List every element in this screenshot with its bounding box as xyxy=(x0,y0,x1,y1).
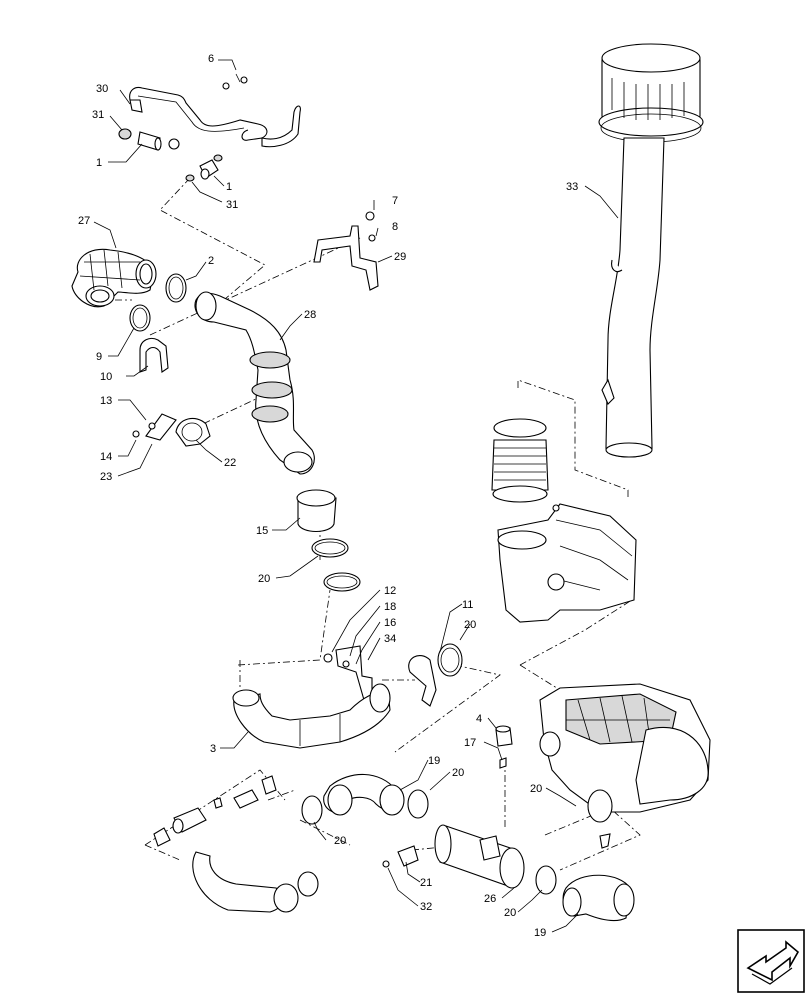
bracket-10 xyxy=(139,337,169,373)
elbow-19b xyxy=(562,874,635,922)
callout-3: 3 xyxy=(210,743,216,755)
bolt-6 xyxy=(222,73,248,90)
clamp-2 xyxy=(165,273,187,303)
bracket-23 xyxy=(132,413,177,441)
callout-10: 10 xyxy=(100,371,112,383)
callout-13: 13 xyxy=(100,395,112,407)
pipe-3 xyxy=(232,683,391,749)
callout-20e: 20 xyxy=(530,783,542,795)
bracket-29 xyxy=(313,211,379,291)
callout-2: 2 xyxy=(208,255,214,267)
clamp-31 xyxy=(118,128,180,150)
clamp-20f xyxy=(535,865,557,895)
callout-32: 32 xyxy=(420,901,432,913)
callout-34: 34 xyxy=(384,633,396,645)
hose-1 xyxy=(137,131,162,151)
callout-27: 27 xyxy=(78,215,90,227)
sensor-assembly xyxy=(153,775,277,847)
callout-20c: 20 xyxy=(452,767,464,779)
callout-20d: 20 xyxy=(334,835,346,847)
pipe-26 xyxy=(434,824,525,889)
callout-19: 19 xyxy=(428,755,440,767)
callout-20f: 20 xyxy=(504,907,516,919)
callout-7: 7 xyxy=(392,195,398,207)
callout-16: 16 xyxy=(384,617,396,629)
callout-21: 21 xyxy=(420,877,432,889)
clamp-9 xyxy=(129,304,151,332)
bracket-11 xyxy=(408,643,463,707)
callout-1: 1 xyxy=(96,157,102,169)
callout-31b: 31 xyxy=(226,199,238,211)
elbow-27 xyxy=(71,248,157,308)
callout-1b: 1 xyxy=(226,181,232,193)
filter-housing xyxy=(539,683,711,849)
callout-28: 28 xyxy=(304,309,316,321)
callout-33: 33 xyxy=(566,181,578,193)
tube-30 xyxy=(129,86,301,148)
clamp-22 xyxy=(175,417,211,447)
duct-28 xyxy=(194,291,315,475)
callout-31: 31 xyxy=(92,109,104,121)
bracket-12 xyxy=(323,645,373,701)
callout-14: 14 xyxy=(100,451,112,463)
callout-30: 30 xyxy=(96,83,108,95)
callout-6: 6 xyxy=(208,53,214,65)
elbow-19a xyxy=(323,773,405,816)
callout-29: 29 xyxy=(394,251,406,263)
callout-23: 23 xyxy=(100,471,112,483)
callout-18: 18 xyxy=(384,601,396,613)
callout-labels: 30 31 1 6 1 31 27 2 7 8 29 9 10 28 33 13… xyxy=(78,53,578,939)
callout-20b: 20 xyxy=(464,619,476,631)
next-page-arrow-icon[interactable] xyxy=(737,929,805,993)
callout-9: 9 xyxy=(96,351,102,363)
callout-17: 17 xyxy=(464,737,476,749)
callout-22: 22 xyxy=(224,457,236,469)
callout-4: 4 xyxy=(476,713,482,725)
leader-lines xyxy=(93,59,619,933)
hose-1b xyxy=(185,154,223,182)
clamp-20a xyxy=(311,538,361,592)
intake-stack-33 xyxy=(598,43,704,458)
air-cleaner-housing xyxy=(491,418,637,623)
sleeve-15 xyxy=(296,489,337,533)
sensor-21 xyxy=(382,845,419,868)
valve-4 xyxy=(495,725,513,769)
callout-19b: 19 xyxy=(534,927,546,939)
hose-lower xyxy=(192,851,319,913)
callout-20: 20 xyxy=(258,573,270,585)
callout-15: 15 xyxy=(256,525,268,537)
callout-8: 8 xyxy=(392,221,398,233)
clamp-20c xyxy=(301,789,429,825)
callout-11: 11 xyxy=(462,599,473,611)
callout-12: 12 xyxy=(384,585,396,597)
callout-26: 26 xyxy=(484,893,496,905)
